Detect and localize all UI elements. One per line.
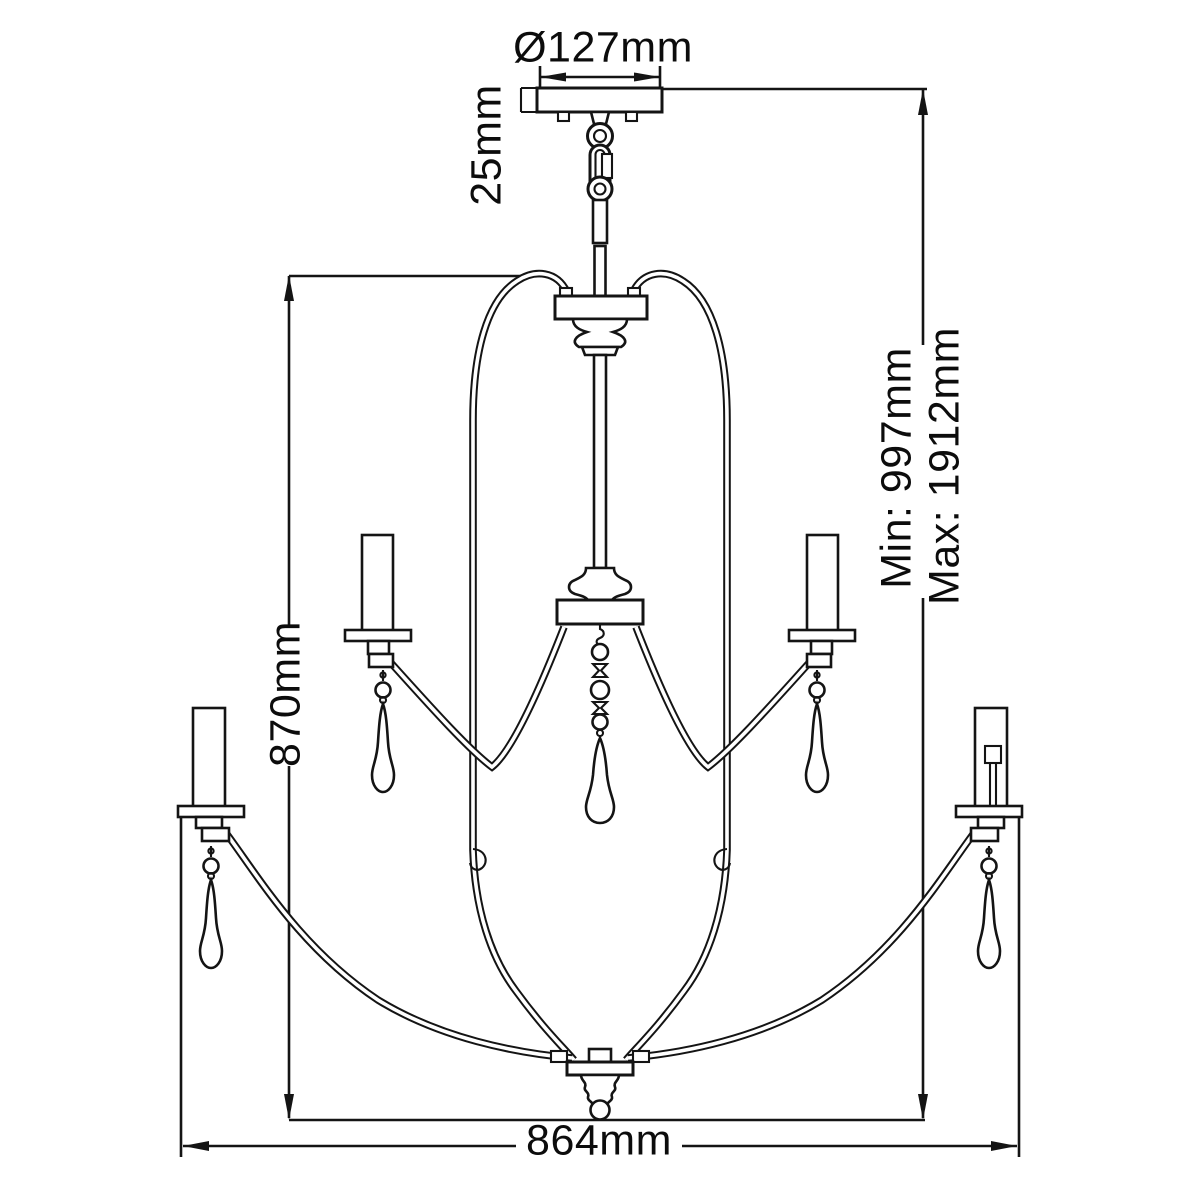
overall-width-label: 864mm — [526, 1116, 672, 1165]
right-arm-scroll — [713, 847, 732, 871]
bobeche — [343, 628, 413, 643]
lower-candle-arms — [222, 830, 978, 1062]
canopy-depth-label: 25mm — [462, 84, 511, 206]
candle-sleeve — [805, 533, 840, 638]
max-drop-label: Max: 1912mm — [920, 327, 969, 605]
lampholder-clip — [983, 744, 1003, 765]
canopy-and-chain — [535, 86, 664, 298]
upper-left-candle — [343, 533, 413, 669]
center-teardrop — [584, 734, 616, 825]
chain-link — [586, 175, 614, 203]
min-drop-label: Min: 997mm — [872, 347, 921, 589]
lower-left-candle — [176, 706, 246, 843]
upper-candle-arms — [388, 625, 812, 772]
mid-hub — [555, 598, 645, 626]
bobeche — [787, 628, 857, 643]
cage-arms — [468, 269, 732, 1063]
bobeche — [176, 804, 246, 819]
bobeche — [954, 804, 1024, 819]
upper-hub — [553, 294, 649, 321]
center-rod — [592, 353, 608, 570]
dimension-lines — [179, 66, 1021, 1157]
left-arm-scroll — [468, 847, 487, 871]
upper-right-candle — [787, 533, 857, 669]
hang-rod — [591, 198, 609, 245]
bottom-finial — [549, 1047, 651, 1121]
canopy-diameter-label: Ø127mm — [513, 23, 693, 72]
central-column — [553, 286, 649, 825]
finial-ball — [589, 1099, 611, 1121]
ceiling-canopy — [535, 86, 664, 114]
candle-sleeve — [191, 706, 227, 811]
candle-sleeve — [360, 533, 395, 638]
lower-right-candle — [954, 706, 1024, 843]
body-height-label: 870mm — [261, 621, 310, 767]
